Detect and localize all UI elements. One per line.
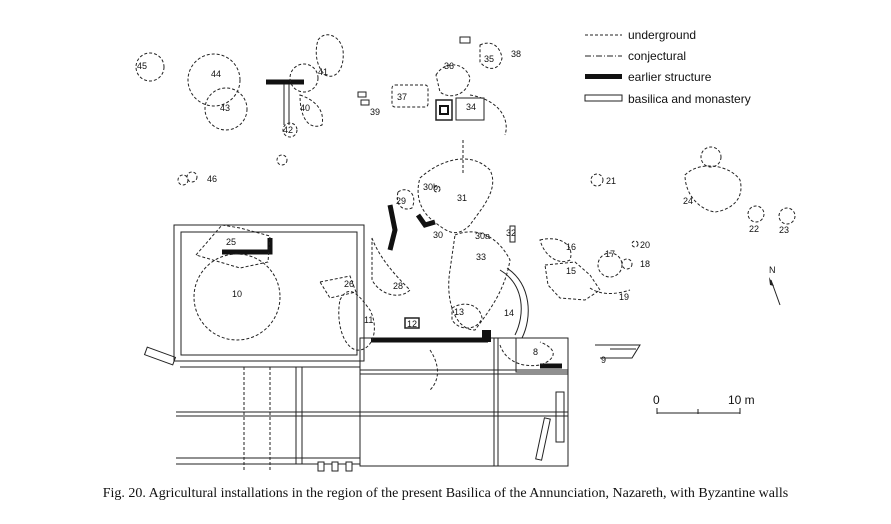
label-43: 43: [220, 103, 230, 113]
label-16: 16: [566, 242, 576, 252]
label-31: 31: [457, 193, 467, 203]
figure-caption-text: Agricultural installations in the region…: [148, 486, 789, 501]
locus-labels: 8 9 10 11 12 13 14 15 16 17 18 19 20 21 …: [137, 49, 789, 365]
byzantine-walls: [143, 224, 641, 472]
label-30b: 30b: [423, 182, 438, 192]
label-18: 18: [640, 259, 650, 269]
label-19: 19: [619, 292, 629, 302]
label-35: 35: [484, 54, 494, 64]
installations: [135, 34, 796, 391]
label-12: 12: [407, 319, 417, 329]
label-39: 39: [370, 107, 380, 117]
label-44: 44: [211, 69, 221, 79]
label-33: 33: [476, 252, 486, 262]
label-38: 38: [511, 49, 521, 59]
legend: underground conjectural earlier structur…: [584, 28, 751, 106]
label-30a: 30a: [475, 231, 490, 241]
legend-conjectural-label: conjectural: [628, 49, 686, 63]
label-34: 34: [466, 102, 476, 112]
north-label: N: [769, 265, 776, 275]
earlier-structures: [222, 79, 562, 369]
scale-bar: 0 10 m: [653, 393, 755, 414]
label-24: 24: [683, 196, 693, 206]
label-9: 9: [601, 355, 606, 365]
label-46: 46: [207, 174, 217, 184]
label-37: 37: [397, 92, 407, 102]
north-arrow: N: [769, 265, 781, 306]
label-32: 32: [506, 228, 516, 238]
label-14: 14: [504, 308, 514, 318]
label-25: 25: [226, 237, 236, 247]
label-15: 15: [566, 266, 576, 276]
scale-ten-label: 10 m: [728, 393, 755, 407]
legend-earlier-structure-swatch: [585, 74, 622, 79]
north-arrow-head: [769, 277, 774, 286]
label-45: 45: [137, 61, 147, 71]
label-28: 28: [393, 281, 403, 291]
label-17: 17: [605, 249, 615, 259]
legend-basilica-label: basilica and monastery: [628, 92, 751, 106]
label-21: 21: [606, 176, 616, 186]
figure-number: Fig. 20.: [102, 486, 146, 501]
label-20: 20: [640, 240, 650, 250]
label-13: 13: [454, 307, 464, 317]
scale-zero-label: 0: [653, 393, 660, 407]
label-29: 29: [396, 196, 406, 206]
label-10: 10: [232, 289, 242, 299]
label-8: 8: [533, 347, 538, 357]
label-23: 23: [779, 225, 789, 235]
label-40: 40: [300, 103, 310, 113]
label-41: 41: [318, 67, 328, 77]
label-11: 11: [364, 315, 373, 325]
label-42: 42: [283, 125, 293, 135]
label-22: 22: [749, 224, 759, 234]
label-30: 30: [433, 230, 443, 240]
site-plan: underground conjectural earlier structur…: [135, 28, 796, 472]
legend-earlier-structure-label: earlier structure: [628, 70, 712, 84]
label-26: 26: [344, 279, 354, 289]
figure-caption: Fig. 20. Agricultural installations in t…: [0, 486, 891, 502]
legend-basilica-swatch: [584, 94, 623, 102]
label-36: 36: [444, 61, 454, 71]
legend-underground-label: underground: [628, 28, 696, 42]
